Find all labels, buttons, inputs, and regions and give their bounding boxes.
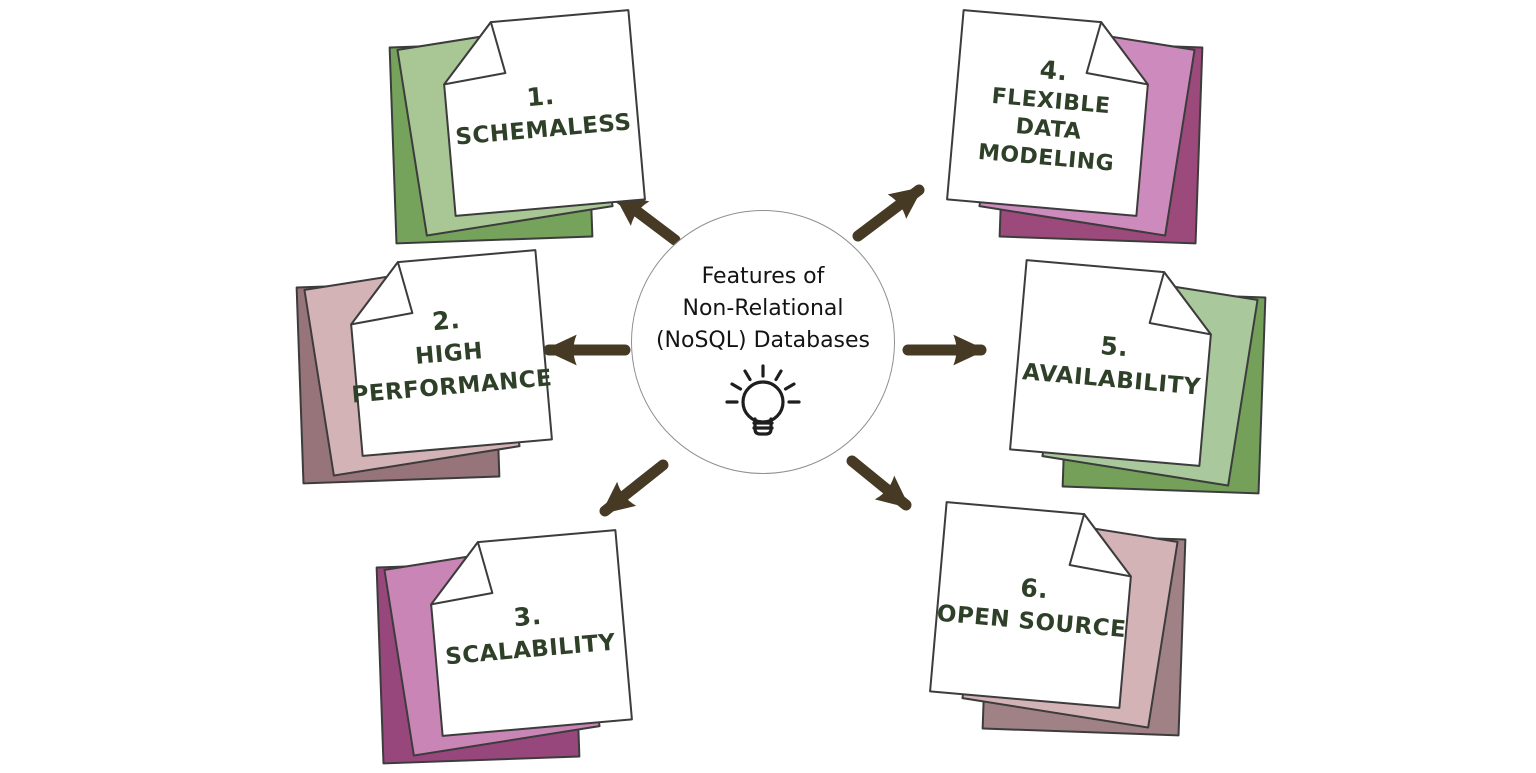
folded-corner-icon (350, 261, 414, 326)
note-sheets (946, 9, 1204, 245)
folded-corner-icon (443, 21, 507, 86)
note-title-line: SCHEMALESS (454, 109, 633, 151)
note-sheets (295, 249, 553, 485)
center-hub-circle: Features of Non-Relational (NoSQL) Datab… (631, 210, 895, 474)
note-stack-high-performance: 2. HIGH PERFORMANCE (292, 248, 554, 493)
center-title: Features of Non-Relational (NoSQL) Datab… (656, 261, 870, 357)
note-sheets (375, 529, 633, 765)
note-label-scalability: 3. SCALABILITY (426, 530, 632, 736)
center-title-line1: Features of (701, 264, 825, 289)
note-number: 5. (1099, 331, 1130, 363)
note-sheets (388, 9, 646, 245)
folded-corner-icon (430, 541, 494, 606)
note-title-line: AVAILABILITY (1021, 359, 1202, 402)
arrow-to-scalability (599, 459, 669, 517)
note-stack-schemaless: 1. SCHEMALESS (385, 8, 647, 253)
center-title-line2: Non-Relational (682, 295, 844, 321)
note-number: 3. (512, 601, 543, 633)
note-label-flexible-data-modeling: 4. FLEXIBLE DATA MODELING (947, 10, 1153, 216)
note-number: 1. (525, 81, 556, 113)
folded-corner-icon (1148, 271, 1212, 336)
note-label-availability: 5. AVAILABILITY (1010, 260, 1216, 466)
note-stack-availability: 5. AVAILABILITY (1008, 258, 1270, 503)
note-title-line: MODELING (976, 139, 1116, 177)
folded-corner-icon (1068, 513, 1132, 578)
note-sheets (929, 501, 1187, 737)
note-label-schemaless: 1. SCHEMALESS (439, 10, 645, 216)
arrow-to-flexible-data-modeling (852, 184, 925, 242)
note-stack-scalability: 3. SCALABILITY (372, 528, 634, 773)
note-number: 4. (1038, 54, 1069, 86)
note-number: 2. (431, 305, 462, 337)
note-label-high-performance: 2. HIGH PERFORMANCE (346, 250, 554, 456)
arrow-to-open-source (846, 455, 912, 511)
note-number: 6. (1019, 573, 1050, 605)
note-stack-flexible-data-modeling: 4. FLEXIBLE DATA MODELING (945, 8, 1207, 253)
note-sheets (1009, 259, 1267, 495)
center-title-line3: (NoSQL) Databases (655, 327, 871, 353)
note-label-open-source: 6. OPEN SOURCE (930, 502, 1136, 708)
lightbulb-icon (725, 364, 801, 436)
note-title-line: OPEN SOURCE (935, 601, 1128, 644)
note-stack-open-source: 6. OPEN SOURCE (928, 500, 1190, 745)
folded-corner-icon (1085, 21, 1149, 86)
note-title-line: SCALABILITY (444, 629, 617, 671)
